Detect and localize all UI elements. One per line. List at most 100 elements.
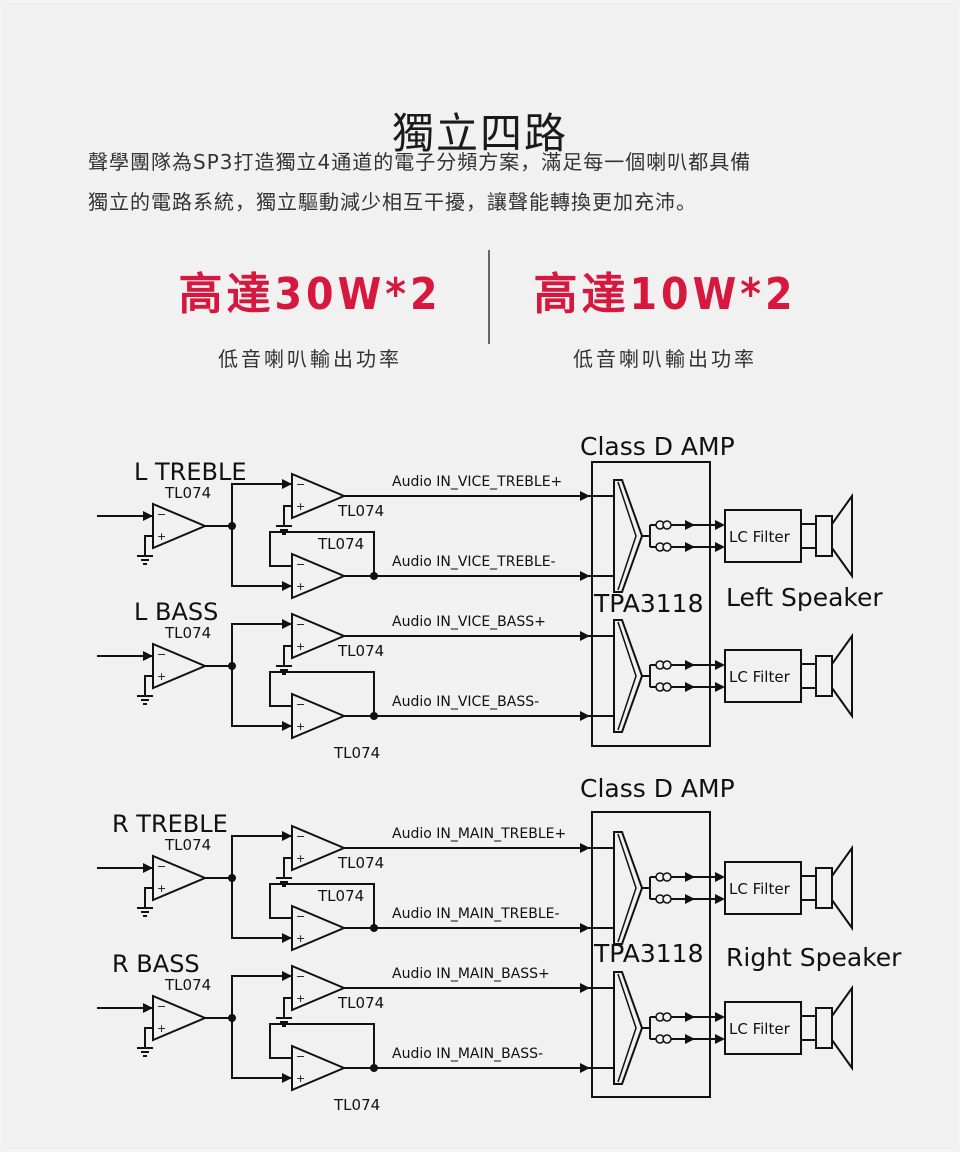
inductor-icon (662, 872, 672, 882)
minus-sign: − (157, 1000, 166, 1013)
speaker-cone-icon (831, 984, 853, 1072)
amp-stage-icon (613, 619, 644, 733)
arrow-head-icon (580, 491, 590, 501)
opamp-triangle-icon (152, 994, 208, 1042)
inductor-icon (662, 542, 672, 552)
amp-title: Class D AMP (580, 774, 735, 803)
opamp-tl074: −+TL074 (291, 692, 380, 762)
feedback-wire (269, 531, 375, 576)
wire (231, 835, 292, 878)
signal-label: Audio IN_VICE_TREBLE- (392, 554, 556, 570)
opamp-tl074: −+TL074 (276, 612, 384, 675)
opamp-tl074: −+TL074 (276, 964, 384, 1027)
plus-sign: + (296, 640, 305, 653)
minus-sign: − (157, 860, 166, 873)
wire (231, 666, 292, 727)
inductor-icon (662, 1012, 672, 1022)
ground-wire (144, 535, 153, 556)
opamp-triangle-icon (291, 1044, 347, 1092)
stat-label: 低音喇叭輸出功率 (573, 347, 757, 371)
arrow-head-icon (685, 894, 695, 904)
amp-chip-label: TPA3118 (593, 939, 703, 968)
opamp-label: TL074 (333, 1096, 380, 1114)
amp-stage-icon (613, 971, 644, 1085)
lc-filter-label: LC Filter (729, 528, 791, 546)
opamp-label: TL074 (337, 642, 384, 660)
speaker-cone-icon (831, 492, 853, 580)
signal-label: Audio IN_VICE_BASS- (392, 694, 539, 710)
arrow-head-icon (715, 520, 725, 530)
inductor-icon (662, 660, 672, 670)
arrow-head-icon (685, 660, 695, 670)
opamp-triangle-icon (291, 552, 347, 600)
minus-sign: − (296, 698, 305, 711)
opamp-label: TL074 (164, 836, 211, 854)
arrow-head-icon (580, 983, 590, 993)
ground-wire (144, 887, 153, 908)
opamp-label: TL074 (337, 502, 384, 520)
inductor-icon (662, 682, 672, 692)
ground-wire (283, 645, 292, 666)
opamp-triangle-icon (291, 692, 347, 740)
opamp-triangle-icon (291, 904, 347, 952)
arrow-head-icon (282, 933, 292, 943)
lc-filter-label: LC Filter (729, 668, 791, 686)
plus-sign: + (157, 530, 166, 543)
speaker-icon (815, 655, 833, 697)
arrow-head-icon (282, 581, 292, 591)
ground-wire (283, 997, 292, 1018)
arrow-head-icon (282, 721, 292, 731)
signal-label: Audio IN_MAIN_TREBLE+ (392, 826, 566, 842)
wire (231, 878, 292, 939)
arrow-head-icon (715, 872, 725, 882)
speaker-icon (815, 867, 833, 909)
opamp-tl074: −+TL074 (137, 484, 211, 565)
ground-wire (283, 505, 292, 526)
arrow-head-icon (282, 619, 292, 629)
opamp-label: TL074 (164, 624, 211, 642)
ground-wire (283, 857, 292, 878)
class-d-amp-box (591, 811, 711, 1098)
lc-filter-box (724, 1001, 802, 1055)
inductor-icon (662, 894, 672, 904)
minus-sign: − (296, 830, 305, 843)
opamp-tl074: − + TL074 (291, 535, 364, 600)
opamp-tl074: −+TL074 (137, 624, 211, 705)
arrow-head-icon (282, 1073, 292, 1083)
channel-label: L BASS (134, 598, 218, 626)
arrow-head-icon (685, 542, 695, 552)
channel-label: R TREBLE (112, 810, 228, 838)
opamp-triangle-icon (291, 964, 347, 1012)
plus-sign: + (296, 580, 305, 593)
minus-sign: − (157, 508, 166, 521)
speaker-label: Left Speaker (726, 583, 883, 612)
opamp-tl074: − + TL074 (276, 824, 384, 887)
plus-sign: + (296, 720, 305, 733)
plus-sign: + (296, 852, 305, 865)
lc-filter-label: LC Filter (729, 1020, 791, 1038)
arrow-head-icon (580, 1063, 590, 1073)
arrow-head-icon (282, 831, 292, 841)
stat-woofer-power: 高達30W*2 低音喇叭輸出功率 (130, 265, 490, 372)
description: 聲學團隊為SP3打造獨立4通道的電子分頻方案，滿足每一個喇叭都具備 獨立的電路系… (88, 142, 888, 222)
inductor-icon (662, 1034, 672, 1044)
stat-label: 低音喇叭輸出功率 (218, 347, 402, 371)
signal-label: Audio IN_MAIN_BASS- (392, 1046, 543, 1062)
lc-filter-box (724, 649, 802, 703)
arrow-head-icon (715, 682, 725, 692)
minus-sign: − (296, 558, 305, 571)
opamp-tl074: −+TL074 (291, 887, 364, 952)
arrow-head-icon (715, 1034, 725, 1044)
opamp-label: TL074 (317, 535, 364, 553)
wire (231, 623, 292, 666)
signal-label: Audio IN_MAIN_TREBLE- (392, 906, 560, 922)
ground-wire (144, 1027, 153, 1048)
opamp-label: TL074 (337, 854, 384, 872)
arrow-head-icon (143, 1003, 153, 1013)
